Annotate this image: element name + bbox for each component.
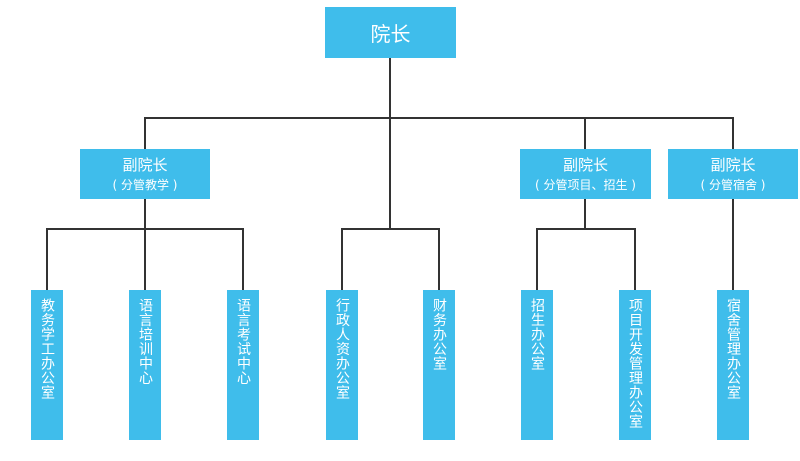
dept-finance-box: 财务办公室 [423,290,455,440]
president-box: 院长 [325,7,456,58]
vp-title: 副院长 [122,155,168,174]
dept-label: 财务办公室 [431,298,447,371]
vp-scope: ( 分管教学 ) [112,177,178,192]
vp-projects-box: 副院长 ( 分管项目、招生 ) [520,149,651,199]
vp-dorm-box: 副院长 ( 分管宿舍 ) [668,149,798,199]
vp-scope: ( 分管项目、招生 ) [535,177,636,192]
vp-scope: ( 分管宿舍 ) [700,177,766,192]
vp-title: 副院长 [710,155,756,174]
dept-language-exam-box: 语言考试中心 [227,290,259,440]
dept-label: 教务学工办公室 [39,298,55,400]
vp-title: 副院长 [562,155,608,174]
dept-label: 宿舍管理办公室 [725,298,741,400]
dept-project-dev-box: 项目开发管理办公室 [619,290,651,440]
dept-label: 行政人资办公室 [334,298,350,400]
dept-language-training-box: 语言培训中心 [129,290,161,440]
vp-teaching-box: 副院长 ( 分管教学 ) [80,149,210,199]
dept-label: 语言考试中心 [235,298,251,385]
dept-label: 项目开发管理办公室 [627,298,643,429]
dept-admissions-box: 招生办公室 [521,290,553,440]
dept-admin-hr-box: 行政人资办公室 [326,290,358,440]
president-label: 院长 [370,22,411,46]
dept-academic-box: 教务学工办公室 [31,290,63,440]
dept-label: 语言培训中心 [137,298,153,385]
dept-dorm-box: 宿舍管理办公室 [717,290,749,440]
dept-label: 招生办公室 [529,298,545,371]
